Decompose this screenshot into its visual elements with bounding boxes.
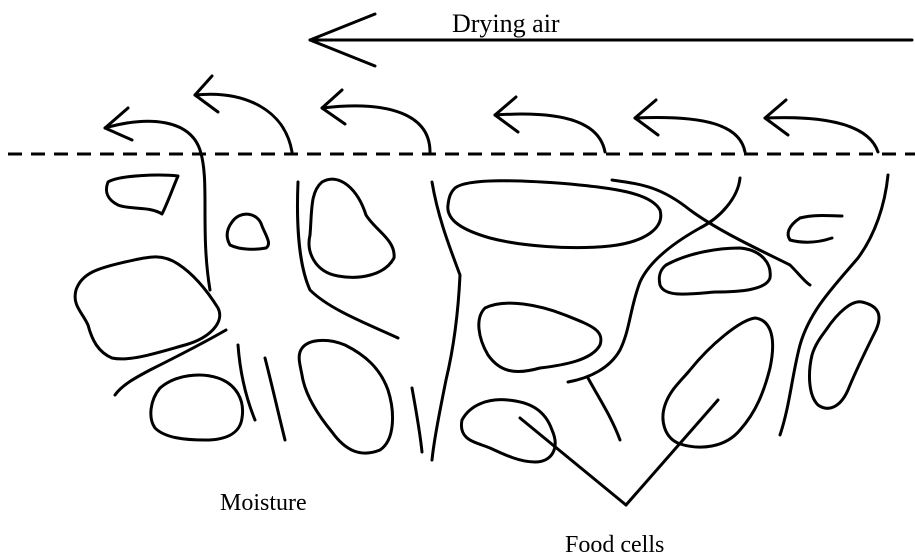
moisture-arrow-6: [765, 100, 878, 152]
food-cells-label: Food cells: [565, 532, 664, 558]
food-cell: [299, 340, 392, 453]
food-cell: [309, 179, 394, 277]
food-cell: [227, 214, 268, 249]
moisture-arrow-3: [322, 90, 430, 152]
food-cell: [151, 375, 243, 440]
moisture-pathway: [115, 175, 888, 460]
food-cell: [659, 248, 770, 294]
food-cells-pointer-lines: [520, 400, 718, 505]
moisture-arrow-5: [635, 100, 745, 152]
food-cell: [663, 318, 773, 447]
moisture-label: Moisture: [220, 490, 307, 516]
food-cell: [810, 302, 880, 408]
food-cell: [75, 257, 220, 359]
moisture-arrow-4: [495, 97, 605, 152]
food-cell: [479, 303, 601, 371]
drying-air-label: Drying air: [452, 9, 560, 38]
moisture-arrow-2: [195, 76, 292, 152]
food-cell: [106, 175, 178, 214]
food-cell: [448, 181, 661, 248]
drying-air-arrow: [310, 14, 912, 66]
food-cell: [461, 400, 555, 462]
food-cell: [788, 216, 842, 243]
